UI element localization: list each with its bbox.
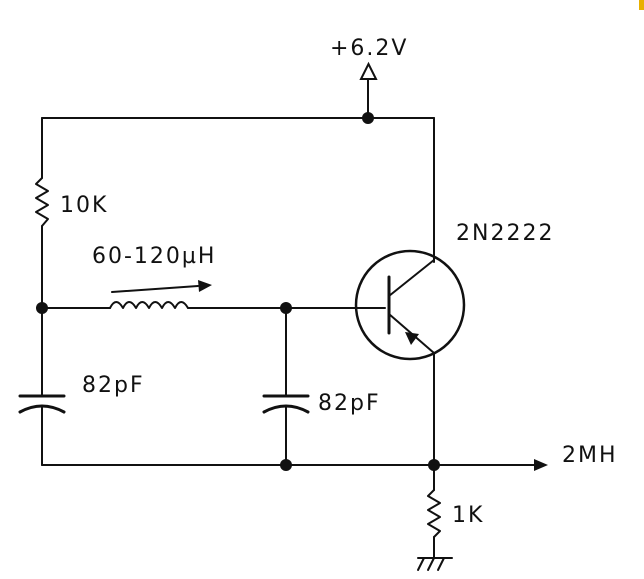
resistor-1k-label: 1K <box>452 503 484 528</box>
resistor-10k-label: 10K <box>60 193 108 218</box>
resistor-1k <box>427 489 441 538</box>
corner-marker <box>639 0 644 10</box>
ground-icon <box>417 557 453 571</box>
junction-bottom-mid <box>280 459 292 471</box>
cap-left-label: 82pF <box>82 373 145 398</box>
supply-label: +6.2V <box>330 36 408 61</box>
transistor-2n2222 <box>354 249 466 361</box>
cap-right-label: 82pF <box>318 391 381 416</box>
inductor-coil <box>109 301 189 309</box>
output-arrow-icon <box>534 459 548 471</box>
output-label: 2MH <box>562 443 618 468</box>
transistor-label: 2N2222 <box>456 221 554 246</box>
supply-terminal <box>359 61 378 119</box>
inductor-label: 60-120µH <box>92 244 216 269</box>
inductor-tuning-arrow <box>111 285 199 293</box>
arrow-head-icon <box>198 280 212 292</box>
resistor-10k <box>35 177 49 227</box>
junction-supply <box>362 112 374 124</box>
